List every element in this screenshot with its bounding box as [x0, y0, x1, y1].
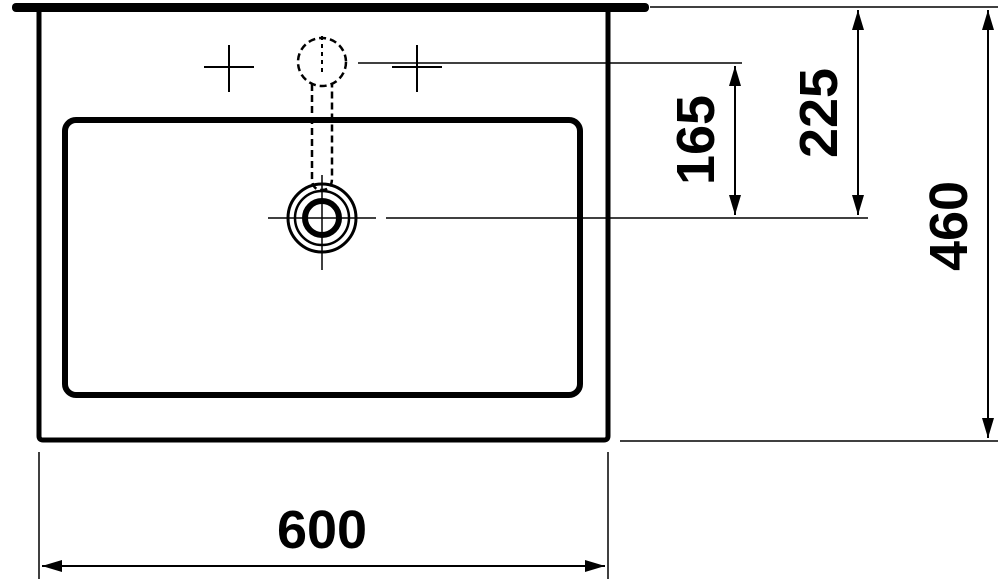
basin-outline: [12, 3, 649, 443]
dim-label-back-to-drain: 225: [789, 68, 849, 158]
left-tap-cross: [204, 45, 254, 92]
inner-bowl: [62, 117, 583, 398]
dimension-lines: [42, 10, 994, 572]
overflow-channel: [296, 36, 348, 192]
drain: [268, 175, 376, 270]
extension-lines: [38, 6, 998, 579]
dim-label-depth: 460: [919, 181, 979, 271]
dim-label-width: 600: [277, 500, 367, 560]
back-rim: [12, 3, 649, 12]
dim-label-tap-to-drain: 165: [666, 95, 726, 185]
basin-body: [36, 12, 611, 443]
tap-hole-markers: [204, 45, 442, 92]
right-tap-cross: [392, 45, 442, 92]
